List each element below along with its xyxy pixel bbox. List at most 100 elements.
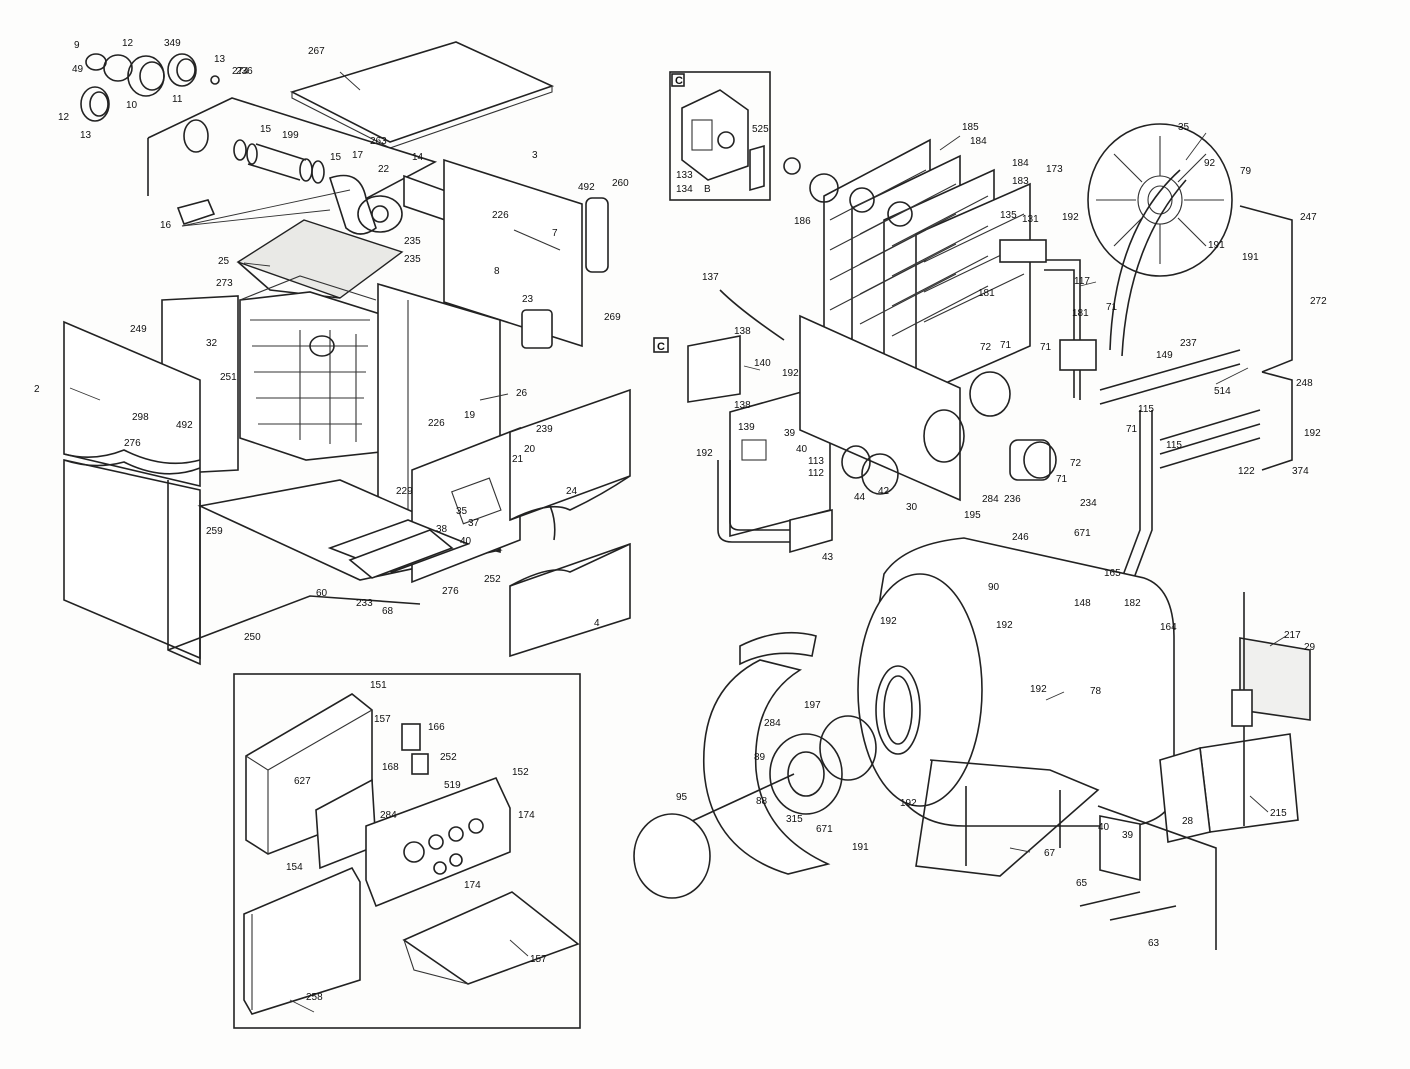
left-part-callout: 226 (428, 418, 445, 429)
tank-body (857, 537, 1175, 877)
left-part-callout: 260 (612, 178, 629, 189)
left-part-callout: 251 (220, 372, 237, 383)
right-part-callout: 165 (1104, 568, 1121, 579)
right-part-callout: 90 (988, 582, 1000, 593)
control-box-frame (233, 673, 581, 1029)
right-part-callout: 192 (996, 620, 1013, 631)
flue-rings (80, 53, 220, 122)
right-part-callout: 181 (978, 288, 995, 299)
right-part-callout: 191 (852, 842, 869, 853)
right-part-callout: 514 (1214, 386, 1231, 397)
right-part-callout: 40 (1098, 822, 1110, 833)
right-part-callout: 72 (980, 342, 992, 353)
right-part-callout: 112 (808, 468, 824, 479)
left-part-callout: 40 (460, 536, 472, 547)
right-part-callout: 247 (1300, 212, 1317, 223)
left-assembly (63, 41, 631, 666)
top-cover (289, 41, 555, 143)
right-part-callout: 131 (1022, 214, 1039, 225)
left-part-callout: 12 (58, 112, 70, 123)
left-part-callout: 9 (74, 40, 80, 51)
inset-tags: C C (653, 75, 683, 353)
left-part-callout: 2 (34, 384, 40, 395)
left-part-callout: 252 (484, 574, 501, 585)
left-part-callout: 492 (578, 182, 595, 193)
right-part-callout: 115 (1138, 404, 1154, 415)
front-door-left (63, 320, 201, 660)
left-part-callout: 60 (316, 588, 328, 599)
right-part-callout: 140 (754, 358, 771, 369)
control-box-part-callout: 168 (382, 762, 399, 773)
heat-exchanger-sections (783, 138, 1031, 398)
left-part-callout: 239 (536, 424, 553, 435)
left-part-callout: 250 (244, 632, 261, 643)
left-part-callout: 23 (522, 294, 534, 305)
right-part-callout: 135 (1000, 210, 1017, 221)
control-box-part-callout: 154 (286, 862, 303, 873)
left-part-callout: 4 (594, 618, 600, 629)
left-part-callout: 25 (218, 256, 230, 267)
left-part-callout: 26 (516, 388, 528, 399)
right-part-callout: 217 (1284, 630, 1301, 641)
left-part-callout: 12 (122, 38, 134, 49)
right-part-callout: 246 (1012, 532, 1029, 543)
right-part-callout: 183 (1012, 176, 1029, 187)
right-part-callout: 35 (1178, 122, 1190, 133)
front-door-right (509, 388, 631, 658)
right-part-callout: 30 (906, 502, 918, 513)
left-part-callout: 276 (124, 438, 141, 449)
left-part-callout: 259 (206, 526, 223, 537)
fan-disc (1087, 123, 1233, 277)
left-part-callout: 37 (468, 518, 480, 529)
right-part-callout: 63 (1148, 938, 1160, 949)
right-part-callout: 192 (880, 616, 897, 627)
right-part-callout: 315 (786, 814, 803, 825)
inset-detail-callout: B (704, 184, 711, 195)
right-part-callout: 191 (1242, 252, 1259, 263)
right-part-callout: 192 (696, 448, 713, 459)
manifold-pipes (999, 169, 1293, 611)
right-part-callout: 71 (1000, 340, 1012, 351)
left-part-callout: 32 (206, 338, 218, 349)
right-part-callout: 139 (738, 422, 755, 433)
control-box-part-callout: 151 (370, 680, 387, 691)
left-part-callout: 226 (492, 210, 509, 221)
left-part-callout: 35 (456, 506, 468, 517)
control-box-part-callout: 519 (444, 780, 461, 791)
right-part-callout: 137 (702, 272, 719, 283)
left-part-callout: 10 (126, 100, 138, 111)
right-part-callout: 164 (1160, 622, 1177, 633)
left-part-callout: 49 (72, 64, 84, 75)
right-part-callout: 89 (754, 752, 766, 763)
right-part-callout: 88 (756, 796, 768, 807)
left-part-callout: 13 (214, 54, 226, 65)
right-part-callout: 182 (1124, 598, 1141, 609)
left-part-callout: 15 (260, 124, 272, 135)
right-part-callout: 671 (816, 824, 833, 835)
left-part-callout: 274 (232, 66, 249, 77)
right-part-callout: 28 (1182, 816, 1194, 827)
part-18 (176, 199, 216, 226)
left-part-callout: 235 (404, 236, 421, 247)
right-part-callout: 71 (1126, 424, 1138, 435)
right-part-callout: 284 (982, 494, 999, 505)
right-part-callout: 117 (1074, 276, 1090, 287)
right-part-callout: 122 (1238, 466, 1255, 477)
right-part-callout: 148 (1074, 598, 1091, 609)
heat-exchanger-block (239, 275, 381, 461)
right-part-callout: 195 (964, 510, 981, 521)
left-part-callout: 249 (130, 324, 147, 335)
right-part-callout: 671 (1074, 528, 1091, 539)
left-part-callout: 38 (436, 524, 448, 535)
right-part-callout: 192 (1030, 684, 1047, 695)
left-part-callout: 236 (236, 66, 253, 77)
left-part-callout: 17 (352, 150, 364, 161)
left-part-callout: 229 (396, 486, 413, 497)
inset-detail-callout: 525 (752, 124, 769, 135)
left-part-callout: 11 (172, 94, 183, 105)
right-part-callout: 71 (1106, 302, 1118, 313)
